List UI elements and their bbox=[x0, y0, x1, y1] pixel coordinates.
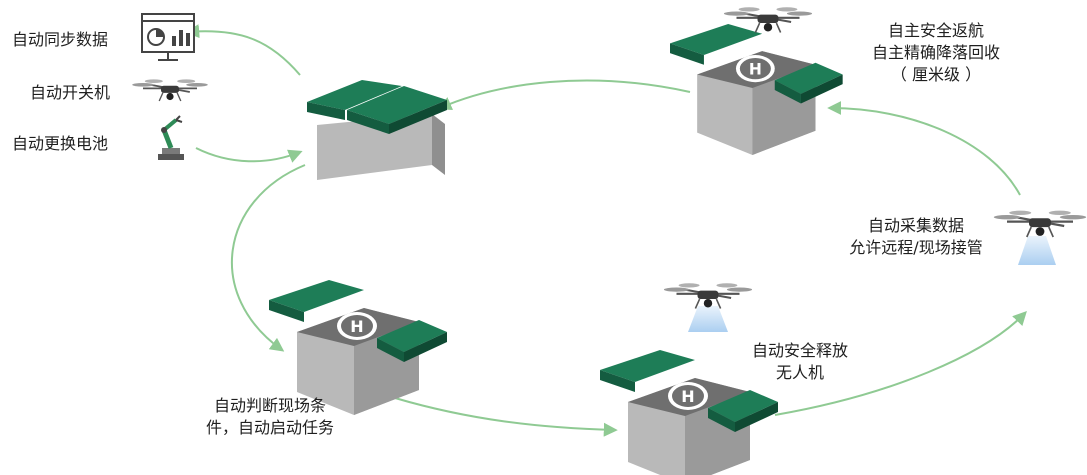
collect-line-1: 自动采集数据 bbox=[867, 216, 964, 235]
arrow-collect-to-return bbox=[827, 101, 1021, 196]
return-text: 自主安全返航 自主精确降落回收 （ 厘米级 ） bbox=[846, 20, 1026, 86]
collect-drone-icon bbox=[992, 209, 1087, 239]
release-line-2: 无人机 bbox=[775, 363, 824, 382]
arrow-judge-to-release bbox=[394, 397, 618, 437]
judge-line-1: 自动判断现场条 bbox=[213, 396, 326, 415]
station-closed bbox=[307, 80, 447, 180]
release-beam bbox=[688, 306, 728, 332]
arrow-return-to-station bbox=[437, 79, 691, 110]
arrow-station-to-judge bbox=[231, 164, 306, 352]
dashboard-monitor-icon bbox=[141, 13, 195, 61]
arrow-from-battery bbox=[195, 147, 303, 163]
battery-label: 自动更换电池 bbox=[12, 134, 109, 153]
release-line-1: 自动安全释放 bbox=[751, 341, 848, 360]
robot-arm-icon bbox=[158, 115, 184, 160]
return-line-3: （ 厘米级 ） bbox=[890, 65, 982, 84]
release-text: 自动安全释放 无人机 bbox=[740, 340, 860, 384]
arrow-release-to-collect bbox=[774, 310, 1027, 416]
flow-arrows bbox=[185, 24, 1027, 437]
arrow-to-sync bbox=[185, 24, 301, 76]
return-line-2: 自主精确降落回收 bbox=[871, 43, 1000, 62]
sync-data-label: 自动同步数据 bbox=[12, 30, 109, 49]
collect-line-2: 允许远程/现场接管 bbox=[849, 238, 983, 257]
drone-icon bbox=[131, 78, 209, 102]
judge-line-2: 件，自动启动任务 bbox=[205, 418, 334, 437]
release-drone-icon bbox=[662, 282, 754, 310]
judge-text: 自动判断现场条 件，自动启动任务 bbox=[190, 395, 350, 439]
collect-text: 自动采集数据 允许远程/现场接管 bbox=[826, 215, 1006, 259]
power-label: 自动开关机 bbox=[30, 83, 111, 102]
station-landing bbox=[670, 24, 843, 155]
collect-beam bbox=[1018, 236, 1056, 265]
return-line-1: 自主安全返航 bbox=[887, 21, 984, 40]
